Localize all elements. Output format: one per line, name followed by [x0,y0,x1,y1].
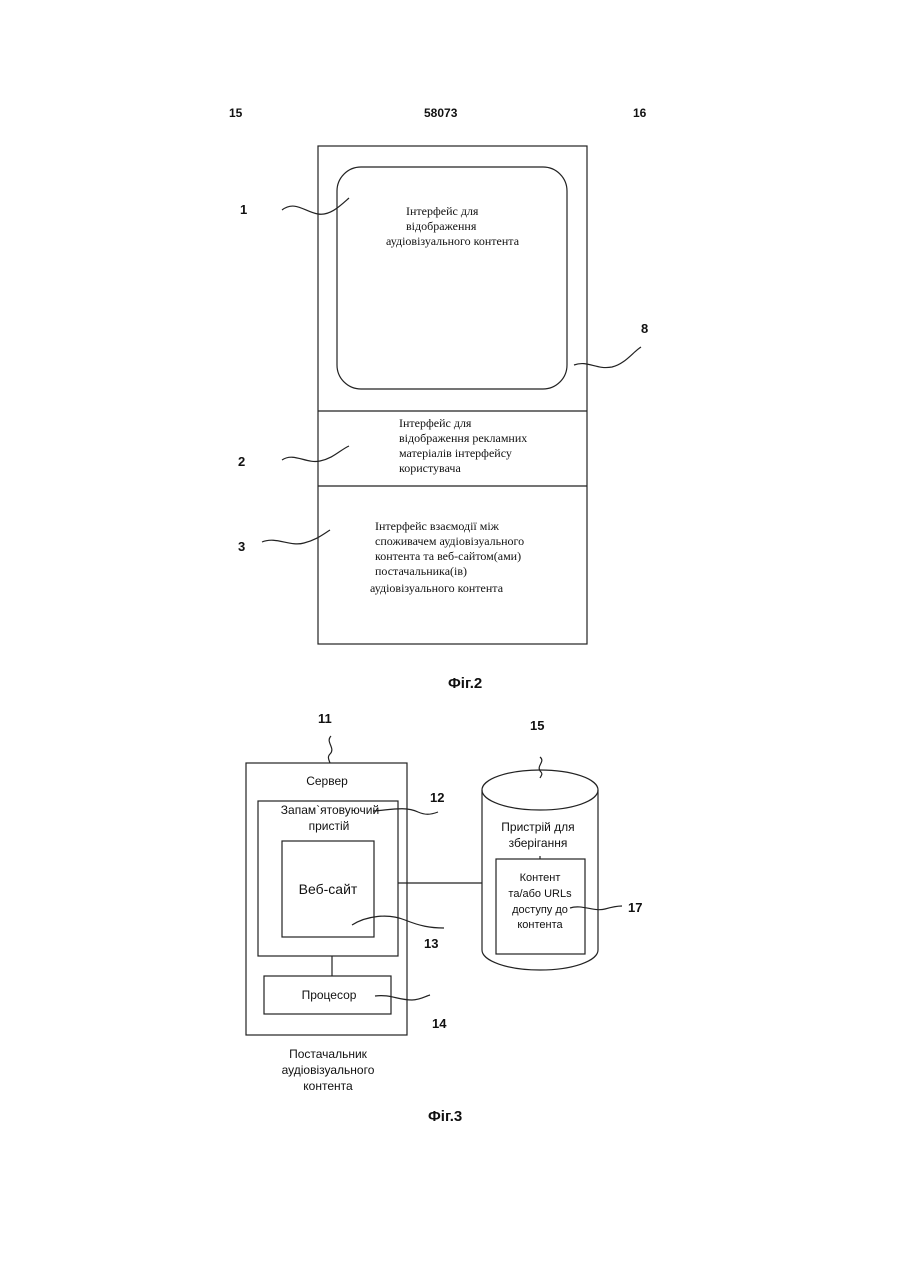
processor-label: Процесор [302,988,357,1002]
content-label-line3: доступу до [512,904,568,916]
leader-11 [328,736,331,763]
content-label-line4: контента [517,919,563,931]
leader-8 [574,347,641,368]
panel3-line5: аудіовізуального контента [370,581,504,595]
server-label: Сервер [306,774,348,788]
leader-15 [539,757,542,778]
ref-2: 2 [238,454,245,469]
provider-label-line2: аудіовізуального [282,1063,375,1077]
leader-12 [373,809,438,814]
panel2-line1: Інтерфейс для [399,416,472,430]
panel3-line3: контента та веб-сайтом(ами) [375,549,521,563]
panel1-line3: аудіовізуального контента [386,234,520,248]
memory-label-line2: пристій [309,819,350,833]
leader-17 [570,906,622,910]
panel2-line3: матеріалів інтерфейсу [399,446,512,460]
leader-14 [375,995,430,1000]
provider-label-line3: контента [303,1079,353,1093]
content-label-line2: та/або URLs [508,888,572,900]
panel3-line2: споживачем аудіовізуального [375,534,524,548]
ref-1: 1 [240,202,247,217]
memory-label-line1: Запам`ятовуючий [281,803,379,817]
ref-17: 17 [628,900,642,915]
ref-15: 15 [530,718,544,733]
panel1-line1: Інтерфейс для [406,204,479,218]
fig2-caption: Фіг.2 [448,675,482,692]
fig3-caption: Фіг.3 [428,1108,462,1125]
ref-11: 11 [318,711,332,726]
storage-label-line2: зберігання [509,836,568,850]
panel3-line1: Інтерфейс взаємодії між [375,519,500,533]
website-label: Веб-сайт [299,881,358,897]
av-interface-panel [337,167,567,389]
panel3-line4: постачальника(ів) [375,564,467,578]
ref-14: 14 [432,1016,447,1031]
ref-12: 12 [430,790,444,805]
panel2-line4: користувача [399,461,461,475]
provider-label-line1: Постачальник [289,1047,368,1061]
ref-13: 13 [424,936,438,951]
storage-label-line1: Пристрій для [501,820,574,834]
ref-3: 3 [238,539,245,554]
panel1-line2: відображення [406,219,477,233]
leader-2 [282,446,349,461]
panel2-line2: відображення рекламних [399,431,527,445]
leader-3 [262,530,330,544]
content-label-line1: Контент [520,872,561,884]
leader-1 [282,198,349,214]
storage-cylinder-top [482,770,598,810]
ref-8: 8 [641,321,648,336]
